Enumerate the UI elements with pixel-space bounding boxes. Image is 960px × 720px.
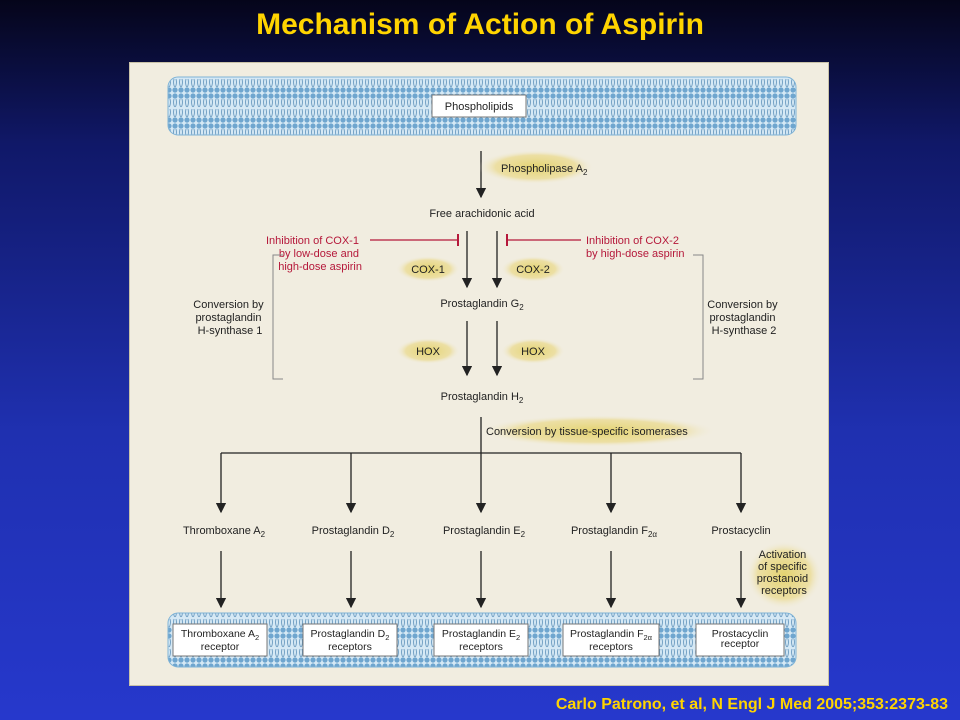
activation-highlight [746, 541, 822, 609]
isomerases-highlight [480, 415, 716, 447]
cox2-label: COX-2 [516, 264, 550, 276]
citation: Carlo Patrono, et al, N Engl J Med 2005;… [555, 696, 948, 713]
hox-right-highlight [501, 338, 565, 364]
product-prostacyclin: Prostacyclin [711, 525, 770, 537]
isomerases-label: Conversion by tissue-specific isomerases [486, 426, 688, 438]
phospholipase-label: Phospholipase A2 [501, 163, 588, 177]
slide-title: Mechanism of Action of Aspirin [256, 8, 704, 41]
hox-left-highlight [396, 338, 460, 364]
inhibition-cox2-label: Inhibition of COX-2 by high-dose aspirin [586, 235, 684, 260]
receptor-box-2 [302, 623, 398, 657]
cox2-highlight [501, 256, 565, 282]
receptor-box-1 [172, 623, 268, 657]
free-arachidonic-acid-label: Free arachidonic acid [429, 208, 534, 220]
left-bracket [272, 254, 283, 380]
receptor-box-5 [695, 623, 785, 657]
product-prostaglandin-f2a: Prostaglandin F2α [571, 525, 657, 539]
cox1-label: COX-1 [411, 264, 445, 276]
diagram-panel: Phospholipids Phospholipase A2 Free arac… [129, 62, 829, 686]
product-prostaglandin-d2: Prostaglandin D2 [312, 525, 395, 539]
conversion-left-label: Conversion by prostaglandin H-synthase 1 [193, 299, 266, 337]
product-thromboxane-a2: Thromboxane A2 [183, 525, 266, 539]
prostaglandin-g2-label: Prostaglandin G2 [440, 298, 524, 312]
hox-right-label: HOX [521, 346, 546, 358]
aspirin-mechanism-diagram: Phospholipids Phospholipase A2 Free arac… [167, 76, 822, 668]
cox1-highlight [396, 256, 460, 282]
prostaglandin-h2-label: Prostaglandin H2 [441, 391, 524, 405]
right-bracket [693, 254, 704, 380]
phospholipase-highlight [478, 150, 594, 184]
product-prostaglandin-e2: Prostaglandin E2 [443, 525, 526, 539]
receptor-box-4 [562, 623, 660, 657]
activation-label: Activation of specific prostanoid recept… [757, 549, 811, 597]
receptor-box-3 [433, 623, 529, 657]
conversion-right-label: Conversion by prostaglandin H-synthase 2 [707, 299, 780, 337]
hox-left-label: HOX [416, 346, 441, 358]
inhibition-cox1-label: Inhibition of COX-1 by low-dose and high… [266, 235, 362, 273]
phospholipids-box [431, 94, 527, 118]
phospholipids-label: Phospholipids [445, 101, 514, 113]
